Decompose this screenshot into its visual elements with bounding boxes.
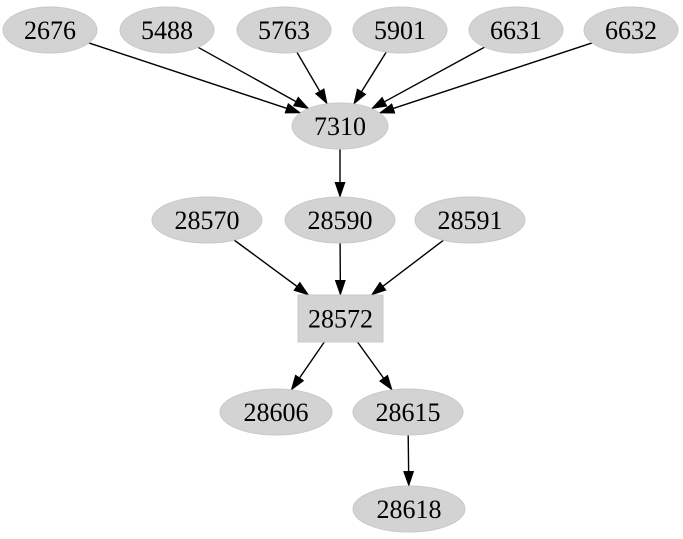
node-ellipse-28590 [284, 196, 396, 244]
node-label-7310: 7310 [314, 112, 366, 141]
node-28618: 28618 [352, 485, 466, 533]
node-label-28615: 28615 [376, 398, 441, 427]
node-28615: 28615 [352, 388, 464, 436]
node-label-6631: 6631 [490, 16, 542, 45]
edge-5763-7310 [296, 51, 328, 105]
node-ellipse-28606 [219, 388, 333, 436]
node-ellipse-28618 [352, 485, 466, 533]
node-28590: 28590 [284, 196, 396, 244]
edges-layer [88, 42, 593, 487]
node-ellipse-28591 [414, 196, 526, 244]
edge-28572-28615 [356, 341, 393, 391]
node-28591: 28591 [414, 196, 526, 244]
node-ellipse-6632 [583, 6, 679, 54]
edge-2676-7310 [88, 42, 302, 114]
edge-6631-7310 [370, 46, 485, 110]
node-ellipse-2676 [2, 6, 98, 54]
node-6632: 6632 [583, 6, 679, 54]
node-6631: 6631 [468, 6, 564, 54]
node-label-6632: 6632 [605, 16, 657, 45]
node-28606: 28606 [219, 388, 333, 436]
node-label-28618: 28618 [377, 495, 442, 524]
edge-5901-7310 [353, 51, 387, 105]
node-label-28590: 28590 [308, 206, 373, 235]
node-label-5901: 5901 [374, 16, 426, 45]
node-5488: 5488 [119, 6, 215, 54]
edge-28615-28618 [403, 434, 415, 487]
node-label-5763: 5763 [258, 16, 310, 45]
node-ellipse-28570 [151, 196, 263, 244]
node-label-2676: 2676 [24, 16, 76, 45]
edge-28570-28572 [233, 239, 310, 296]
node-7310: 7310 [291, 102, 389, 150]
node-5901: 5901 [352, 6, 448, 54]
edge-6632-7310 [378, 42, 593, 114]
node-box-28572 [297, 294, 384, 343]
node-28572: 28572 [297, 294, 384, 343]
edge-5488-7310 [197, 46, 310, 110]
node-ellipse-7310 [291, 102, 389, 150]
node-ellipse-5763 [236, 6, 332, 54]
edge-28591-28572 [370, 239, 444, 296]
node-label-28570: 28570 [175, 206, 240, 235]
node-ellipse-6631 [468, 6, 564, 54]
node-label-28591: 28591 [438, 206, 503, 235]
nodes-layer: 2676 5488 5763 5901 6631 6632 7310 28570 28590 28… [2, 6, 679, 533]
node-label-28572: 28572 [308, 305, 373, 334]
node-5763: 5763 [236, 6, 332, 54]
node-2676: 2676 [2, 6, 98, 54]
edge-28572-28606 [290, 341, 325, 391]
node-label-5488: 5488 [141, 16, 193, 45]
node-ellipse-5488 [119, 6, 215, 54]
node-ellipse-28615 [352, 388, 464, 436]
node-28570: 28570 [151, 196, 263, 244]
node-ellipse-5901 [352, 6, 448, 54]
node-label-28606: 28606 [244, 398, 309, 427]
